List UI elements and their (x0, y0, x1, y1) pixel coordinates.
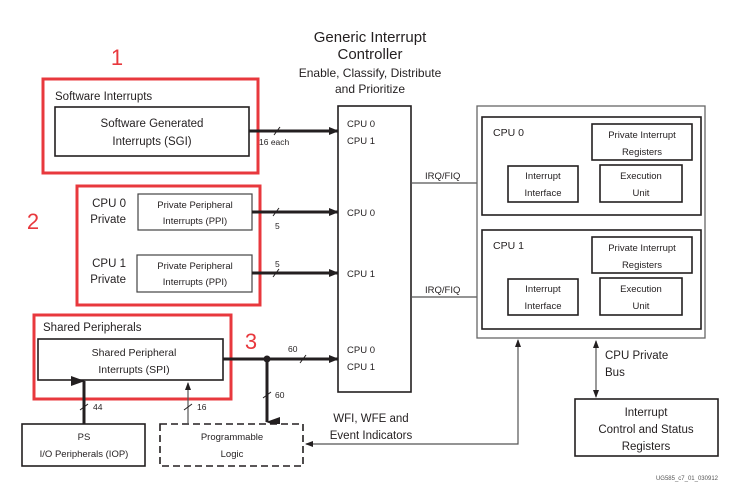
sgi-box (54, 106, 250, 157)
bus-width-slash (262, 391, 272, 399)
gic-port-sgi-cpu0: CPU 0 (347, 119, 375, 130)
cpu0-private-interrupt-registers (591, 123, 693, 161)
icsr-line3: Registers (622, 441, 671, 453)
spi-box (37, 338, 224, 381)
iop-line1: PS (78, 432, 91, 443)
icsr-line2: Control and Status (598, 424, 694, 436)
cpu0-execution-unit (599, 164, 683, 203)
gic-port-spi-cpu0: CPU 0 (347, 345, 375, 356)
cpu0-interrupt-interface (507, 165, 579, 203)
interrupt-control-status-registers (574, 398, 719, 457)
bus-width-slash (79, 403, 89, 411)
group-number-1: 1 (111, 45, 123, 70)
wfi-wfe-event-arrow (305, 339, 521, 447)
cpu0-eu-line1: Execution (620, 171, 662, 182)
gic-title: Generic Interrupt Controller Enable, Cla… (299, 29, 442, 96)
iop-line2: I/O Peripherals (IOP) (40, 449, 129, 460)
cpu1-ii-line2: Interface (525, 301, 562, 312)
sgi-line2: Interrupts (SGI) (112, 136, 191, 148)
sgi-bus-label: 16 each (259, 137, 290, 147)
group-1-frame (41, 77, 260, 175)
pl-bus-label: 16 (197, 402, 207, 412)
cpu1-private-interrupt-registers (591, 236, 693, 274)
ppi0-line2: Interrupts (PPI) (163, 216, 227, 227)
gic-title-line2: Controller (337, 46, 402, 63)
gic-port-spi-cpu1: CPU 1 (347, 362, 375, 373)
pl-line1: Programmable (201, 432, 263, 443)
cpu1-pir-line1: Private Interrupt (608, 243, 676, 254)
ppi1-owner-line2: Private (90, 274, 126, 286)
cpu1-eu-line2: Unit (633, 301, 650, 312)
cpu1-label: CPU 1 (493, 240, 524, 252)
ppi1-line2: Interrupts (PPI) (163, 277, 227, 288)
cpu0-pir-line1: Private Interrupt (608, 130, 676, 141)
figure-id: UG585_c7_01_030912 (656, 476, 719, 482)
ppi1-box (136, 254, 253, 293)
iop-bus-label: 44 (93, 402, 103, 412)
bus-width-slash (183, 403, 193, 411)
gic-port-ppi0: CPU 0 (347, 208, 375, 219)
irq-fiq-cpu1-label: IRQ/FIQ (425, 285, 460, 296)
ppi1-line1: Private Peripheral (157, 261, 233, 272)
ppi1-owner-line1: CPU 1 (92, 258, 126, 270)
bus-width-slash (272, 268, 280, 278)
icsr-line1: Interrupt (625, 407, 669, 419)
cpu0-ii-line1: Interrupt (525, 171, 561, 182)
wfi-line2: Event Indicators (330, 430, 413, 442)
gic-port-sgi-cpu1: CPU 1 (347, 136, 375, 147)
gic-subtitle-line1: Enable, Classify, Distribute (299, 66, 442, 80)
group-number-2: 2 (27, 209, 39, 234)
cpu1-ii-line1: Interrupt (525, 284, 561, 295)
shared-peripherals-label: Shared Peripherals (43, 322, 142, 334)
ppi0-owner-line2: Private (90, 214, 126, 226)
spi-pl-bus-label: 60 (275, 390, 285, 400)
ppi0-box (137, 193, 253, 231)
cpu0-ii-line2: Interface (525, 188, 562, 199)
wfi-line1: WFI, WFE and (333, 413, 408, 425)
ppi0-owner-line1: CPU 0 (92, 198, 126, 210)
irq-fiq-cpu0-label: IRQ/FIQ (425, 171, 460, 182)
sgi-line1: Software Generated (101, 118, 204, 130)
cpu-bus-line2: Bus (605, 367, 625, 379)
pl-line2: Logic (221, 449, 244, 460)
cpu1-eu-line1: Execution (620, 284, 662, 295)
cpu0-label: CPU 0 (493, 127, 524, 139)
cpu0-eu-line2: Unit (633, 188, 650, 199)
spi-line1: Shared Peripheral (92, 347, 177, 359)
ppi0-bus-label: 5 (275, 221, 280, 231)
spi-bus-label: 60 (288, 344, 298, 354)
software-interrupts-label: Software Interrupts (55, 91, 152, 103)
gic-port-ppi1: CPU 1 (347, 269, 375, 280)
cpu1-pir-line2: Registers (622, 260, 662, 271)
cpu0-pir-line2: Registers (622, 147, 662, 158)
cpu1-interrupt-interface (507, 278, 579, 316)
bus-width-slash (273, 126, 281, 136)
group-number-3: 3 (245, 329, 257, 354)
group-2-frame (75, 184, 262, 307)
gic-subtitle-line2: and Prioritize (335, 82, 405, 96)
iop-box (21, 423, 146, 467)
cpu1-execution-unit (599, 277, 683, 316)
ppi0-line1: Private Peripheral (157, 200, 233, 211)
gic-title-line1: Generic Interrupt (314, 29, 427, 46)
ppi1-bus-label: 5 (275, 259, 280, 269)
group-3-frame (32, 313, 233, 401)
pl-box (159, 423, 304, 467)
bus-width-slash (272, 207, 280, 217)
spi-line2: Interrupts (SPI) (98, 364, 169, 376)
cpu-bus-line1: CPU Private (605, 350, 668, 362)
